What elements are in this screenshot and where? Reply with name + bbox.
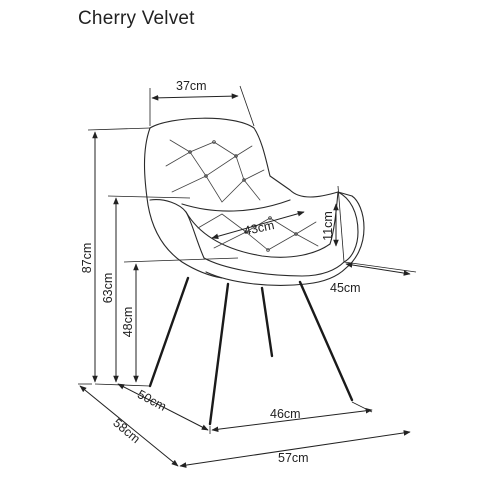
label-armrest-height: 63cm <box>101 273 115 304</box>
tufting-pattern <box>165 139 319 252</box>
label-total-depth: 58cm <box>110 416 142 446</box>
extension-lines <box>78 85 417 434</box>
chair-legs <box>148 276 354 426</box>
dimension-labels: 37cm 87cm 63cm 48cm 43cm 11cm 45cm 50cm … <box>80 79 361 465</box>
dim-line-total-depth <box>79 385 179 467</box>
dim-line-total-width <box>179 430 411 468</box>
label-seat-width: 45cm <box>330 281 361 295</box>
dim-line-seat-depth <box>211 211 305 239</box>
dim-line-seat-width <box>345 262 411 276</box>
label-leg-depth: 50cm <box>135 387 169 414</box>
label-leg-width: 46cm <box>270 407 301 421</box>
dimension-lines <box>79 93 411 468</box>
label-total-width: 57cm <box>278 451 309 465</box>
label-seat-depth: 43cm <box>243 218 276 238</box>
label-total-height: 87cm <box>80 243 94 274</box>
label-back-width: 37cm <box>176 79 207 93</box>
label-arm-above-seat: 11cm <box>321 211 335 241</box>
dim-line-leg-width <box>211 408 373 432</box>
product-title: Cherry Velvet <box>78 8 195 29</box>
label-seat-height: 48cm <box>121 307 135 338</box>
dim-line-back-width <box>151 93 239 101</box>
